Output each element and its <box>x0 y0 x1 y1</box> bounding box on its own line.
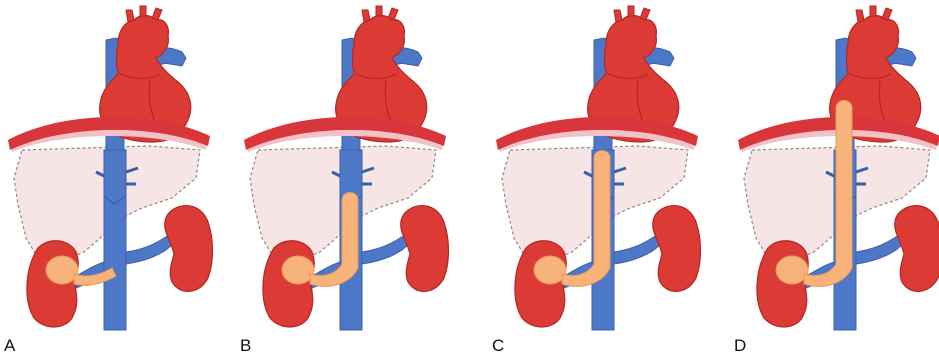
panel-label: A <box>4 336 16 355</box>
panel-label: B <box>240 336 251 355</box>
panel-label: D <box>734 336 746 355</box>
renal-tumor <box>46 256 78 284</box>
panel-a: A <box>4 6 213 355</box>
renal-tumor <box>282 256 314 284</box>
panel-label: C <box>492 336 504 355</box>
panel-c: C <box>492 6 701 355</box>
renal-tumor <box>534 256 566 284</box>
anatomy <box>8 6 213 330</box>
panel-d: D <box>734 6 939 355</box>
panel-b: B <box>240 6 449 355</box>
anatomy <box>244 6 449 330</box>
renal-tumor <box>776 256 808 284</box>
